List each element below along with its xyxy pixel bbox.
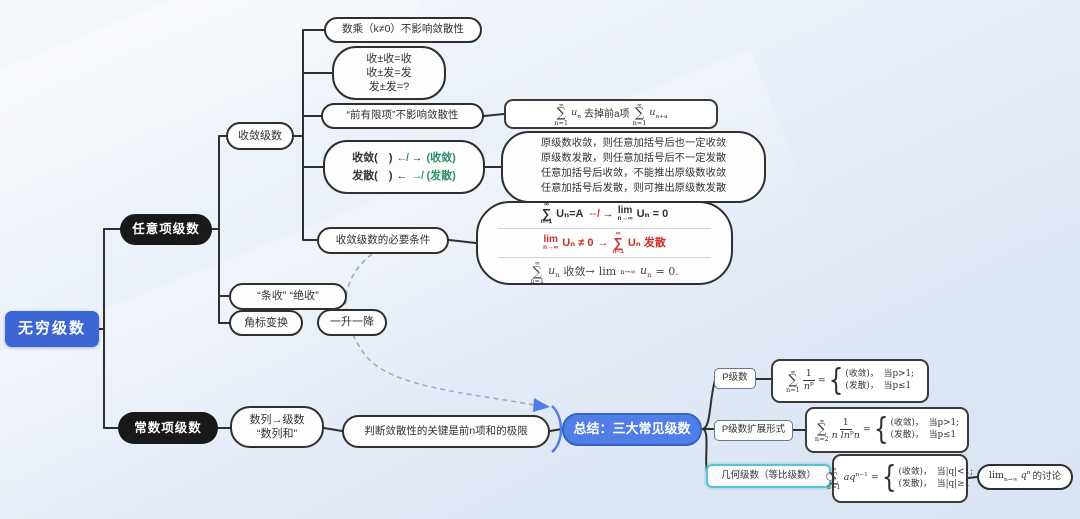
right-arrow: → bbox=[411, 151, 423, 164]
connector-detail bbox=[448, 113, 505, 244]
equals-sign: = bbox=[817, 374, 826, 386]
formula-term: un bbox=[571, 106, 581, 120]
equals-sign: = bbox=[870, 472, 879, 484]
crossed-right-arrow: ↛ bbox=[411, 170, 423, 182]
node-geometric-series[interactable]: 几何级数（等比级数） bbox=[706, 464, 835, 488]
lim-text: 的讨论 bbox=[1032, 470, 1062, 482]
geometric-series-label: 几何级数（等比级数） bbox=[720, 469, 816, 481]
node-bracket-implications[interactable]: 收敛( )↚→(收敛) 发散( )←↛(发散) bbox=[323, 140, 485, 194]
branch-constant-series[interactable]: 常数项级数 bbox=[118, 412, 218, 444]
node-sequence-to-series[interactable]: 数列→级数 “数列和” bbox=[230, 406, 324, 448]
rule-line: 收±发=发 bbox=[366, 66, 412, 79]
node-p-series[interactable]: P级数 bbox=[714, 368, 756, 389]
rule-line: 发±发=? bbox=[368, 81, 410, 94]
crossed-left-arrow: ↚ bbox=[396, 151, 408, 164]
right-arrow: → bbox=[597, 236, 609, 249]
bracket-rule-text: 原级数收敛，则任意加括号后也一定收敛 bbox=[540, 138, 727, 150]
node-finite-terms[interactable]: “前有限项”不影响敛散性 bbox=[321, 103, 484, 129]
bracket-rule-text: 任意加括号后收敛，不能推出原级数收敛 bbox=[540, 168, 727, 179]
formula-geometric-series[interactable]: ∞∑n=1 aqn−1 = { (收敛)，当|q|<1; (发散)，当|q|≥1 bbox=[827, 454, 973, 503]
sum-symbol: ∞∑n=1 bbox=[540, 200, 553, 226]
dashed-arrowhead bbox=[533, 398, 550, 412]
blue-brace bbox=[551, 405, 563, 453]
crossed-double-arrow: ⇎ bbox=[587, 207, 599, 220]
node-necessary-condition[interactable]: 收敛级数的必要条件 bbox=[317, 227, 449, 254]
node-bracket-rules[interactable]: 原级数收敛，则任意加括号后也一定收敛 原级数发散，则任意加括号后不一定发散 任意… bbox=[501, 131, 766, 203]
node-one-up-one-down[interactable]: 一升一降 bbox=[317, 309, 387, 336]
sum-symbol: ∞∑n=1 bbox=[554, 100, 569, 127]
sum-symbol: ∞∑n=1 bbox=[612, 229, 624, 255]
connector-dashed bbox=[344, 253, 535, 406]
connector-formulas bbox=[755, 378, 978, 479]
cases: { (收敛)，当p>1; (发散)，当p≤1 bbox=[873, 412, 960, 447]
node-p-series-extended[interactable]: P级数扩展形式 bbox=[714, 420, 793, 441]
node-index-transform[interactable]: 角标变换 bbox=[229, 310, 303, 336]
right-arrow: → bbox=[602, 207, 614, 220]
equals-sign: = bbox=[862, 423, 871, 435]
node-convergent-series[interactable]: 收敛级数 bbox=[226, 122, 294, 150]
node-limit-discussion[interactable]: limn→∞ qn 的讨论 bbox=[977, 464, 1073, 490]
node-addition-rules[interactable]: 收±收=收 收±发=发 发±发=? bbox=[332, 46, 446, 100]
bracket-rule-line: 发散( )←↛(发散) bbox=[352, 170, 456, 182]
connector-root bbox=[98, 228, 121, 429]
sum-symbol: ∞∑n=1 bbox=[785, 367, 800, 394]
rule-line: 收±收=收 bbox=[366, 52, 412, 65]
bracket-rule-text: 任意加括号后发散，则可推出原级数发散 bbox=[540, 182, 727, 194]
formula-term: un+a bbox=[649, 106, 668, 120]
cases: { (收敛)，当p>1; (发散)，当p≤1 bbox=[828, 363, 915, 398]
cases: { (收敛)，当|q|<1; (发散)，当|q|≥1 bbox=[881, 460, 974, 495]
formula-term: aqn−1 bbox=[843, 472, 868, 484]
formula-text: 去掉前a项 bbox=[584, 108, 630, 120]
connector-convergent bbox=[293, 29, 333, 241]
sequence-line: “数列和” bbox=[256, 428, 298, 440]
node-conditional-absolute-convergence[interactable]: “条收” “绝收” bbox=[229, 283, 347, 310]
lim-symbol: limn→∞ qn bbox=[988, 469, 1031, 483]
bracket-rule-line: 收敛( )↚→(收敛) bbox=[352, 151, 456, 164]
sum-symbol: ∞∑n=1 bbox=[530, 259, 545, 285]
root-node[interactable]: 无穷级数 bbox=[5, 311, 99, 347]
node-key-judgment[interactable]: 判断敛散性的关键是前n项和的极限 bbox=[342, 415, 550, 448]
branch-arbitrary-series[interactable]: 任意项级数 bbox=[120, 214, 212, 245]
left-arrow: ← bbox=[396, 170, 408, 182]
sequence-line: 数列→级数 bbox=[249, 413, 305, 426]
node-summary[interactable]: 总结：三大常见级数 bbox=[562, 413, 702, 446]
sum-symbol: ∞∑n=1 bbox=[632, 100, 647, 127]
connector-arbitrary bbox=[211, 135, 230, 324]
sum-symbol: ∞∑n=1 bbox=[826, 465, 841, 492]
bracket-rule-text: 原级数发散，则任意加括号后不一定发散 bbox=[540, 153, 727, 165]
node-finite-terms-formula[interactable]: ∞∑n=1 un 去掉前a项 ∞∑n=1 un+a bbox=[504, 99, 718, 129]
sum-symbol: ∞∑n=2 bbox=[814, 416, 829, 443]
node-scalar-multiple[interactable]: 数乘（k≠0）不影响敛散性 bbox=[324, 17, 482, 43]
